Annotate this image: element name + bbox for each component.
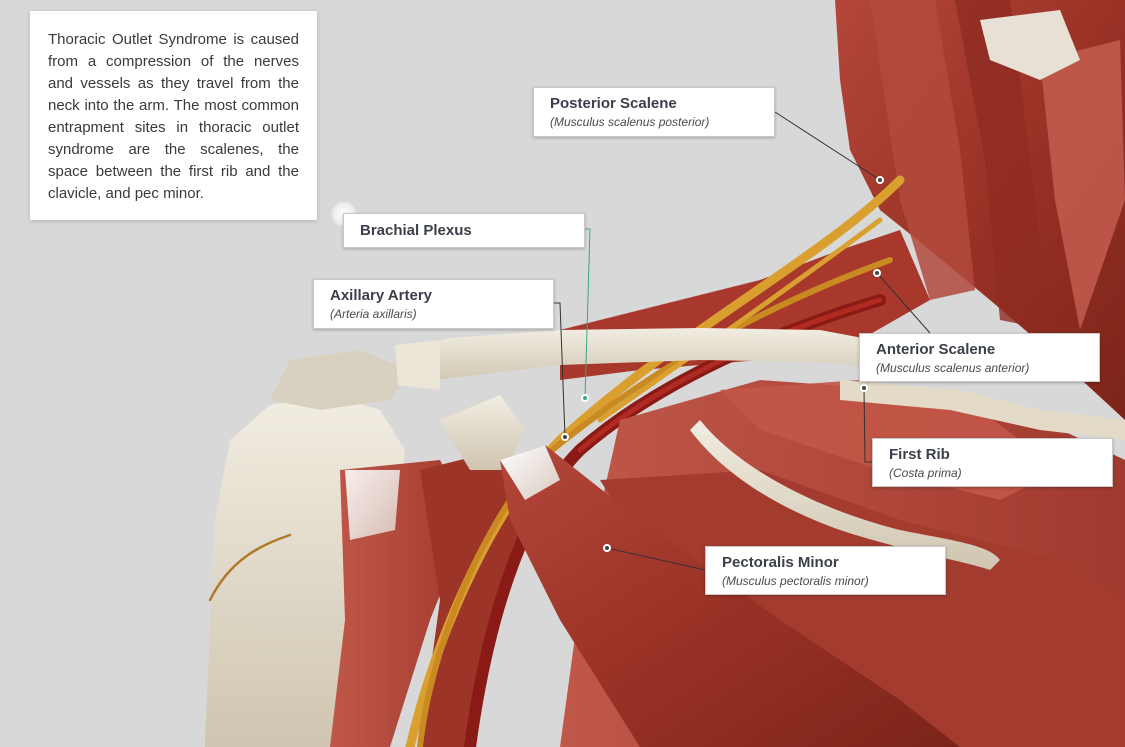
intro-text: Thoracic Outlet Syndrome is caused from … xyxy=(48,31,299,202)
brachial-plexus-marker[interactable] xyxy=(581,394,589,402)
anterior-scalene-marker[interactable] xyxy=(873,269,881,277)
nerve-leader-line xyxy=(584,228,591,399)
intro-text-box: Thoracic Outlet Syndrome is caused from … xyxy=(30,11,317,220)
label-latin: (Arteria axillaris) xyxy=(330,307,417,321)
first-rib-bone xyxy=(690,380,1125,570)
coracoid-process xyxy=(440,395,525,470)
label-posterior-scalene[interactable]: Posterior Scalene (Musculus scalenus pos… xyxy=(533,87,775,137)
label-brachial-plexus[interactable]: Brachial Plexus xyxy=(343,213,585,248)
label-latin: (Musculus scalenus posterior) xyxy=(550,115,710,129)
pectoralis-minor-marker[interactable] xyxy=(603,544,611,552)
label-latin: (Costa prima) xyxy=(889,466,962,480)
first-rib-marker[interactable] xyxy=(860,384,868,392)
neck-muscles xyxy=(835,0,1125,420)
leader-lines xyxy=(553,111,931,571)
axillary-artery-marker[interactable] xyxy=(561,433,569,441)
label-axillary-artery[interactable]: Axillary Artery (Arteria axillaris) xyxy=(313,279,554,329)
label-name: Brachial Plexus xyxy=(360,222,472,239)
label-name: Pectoralis Minor xyxy=(722,554,839,571)
label-latin: (Musculus scalenus anterior) xyxy=(876,361,1030,375)
clavicle-bone xyxy=(395,328,905,390)
label-latin: (Musculus pectoralis minor) xyxy=(722,574,869,588)
label-name: Axillary Artery xyxy=(330,287,432,304)
label-first-rib[interactable]: First Rib (Costa prima) xyxy=(872,438,1113,487)
label-name: First Rib xyxy=(889,446,950,463)
label-anterior-scalene[interactable]: Anterior Scalene (Musculus scalenus ante… xyxy=(859,333,1100,382)
label-pectoralis-minor[interactable]: Pectoralis Minor (Musculus pectoralis mi… xyxy=(705,546,946,595)
label-name: Anterior Scalene xyxy=(876,341,996,358)
label-name: Posterior Scalene xyxy=(550,95,677,112)
pectoralis-minor-muscle xyxy=(500,445,960,747)
posterior-scalene-marker[interactable] xyxy=(876,176,884,184)
